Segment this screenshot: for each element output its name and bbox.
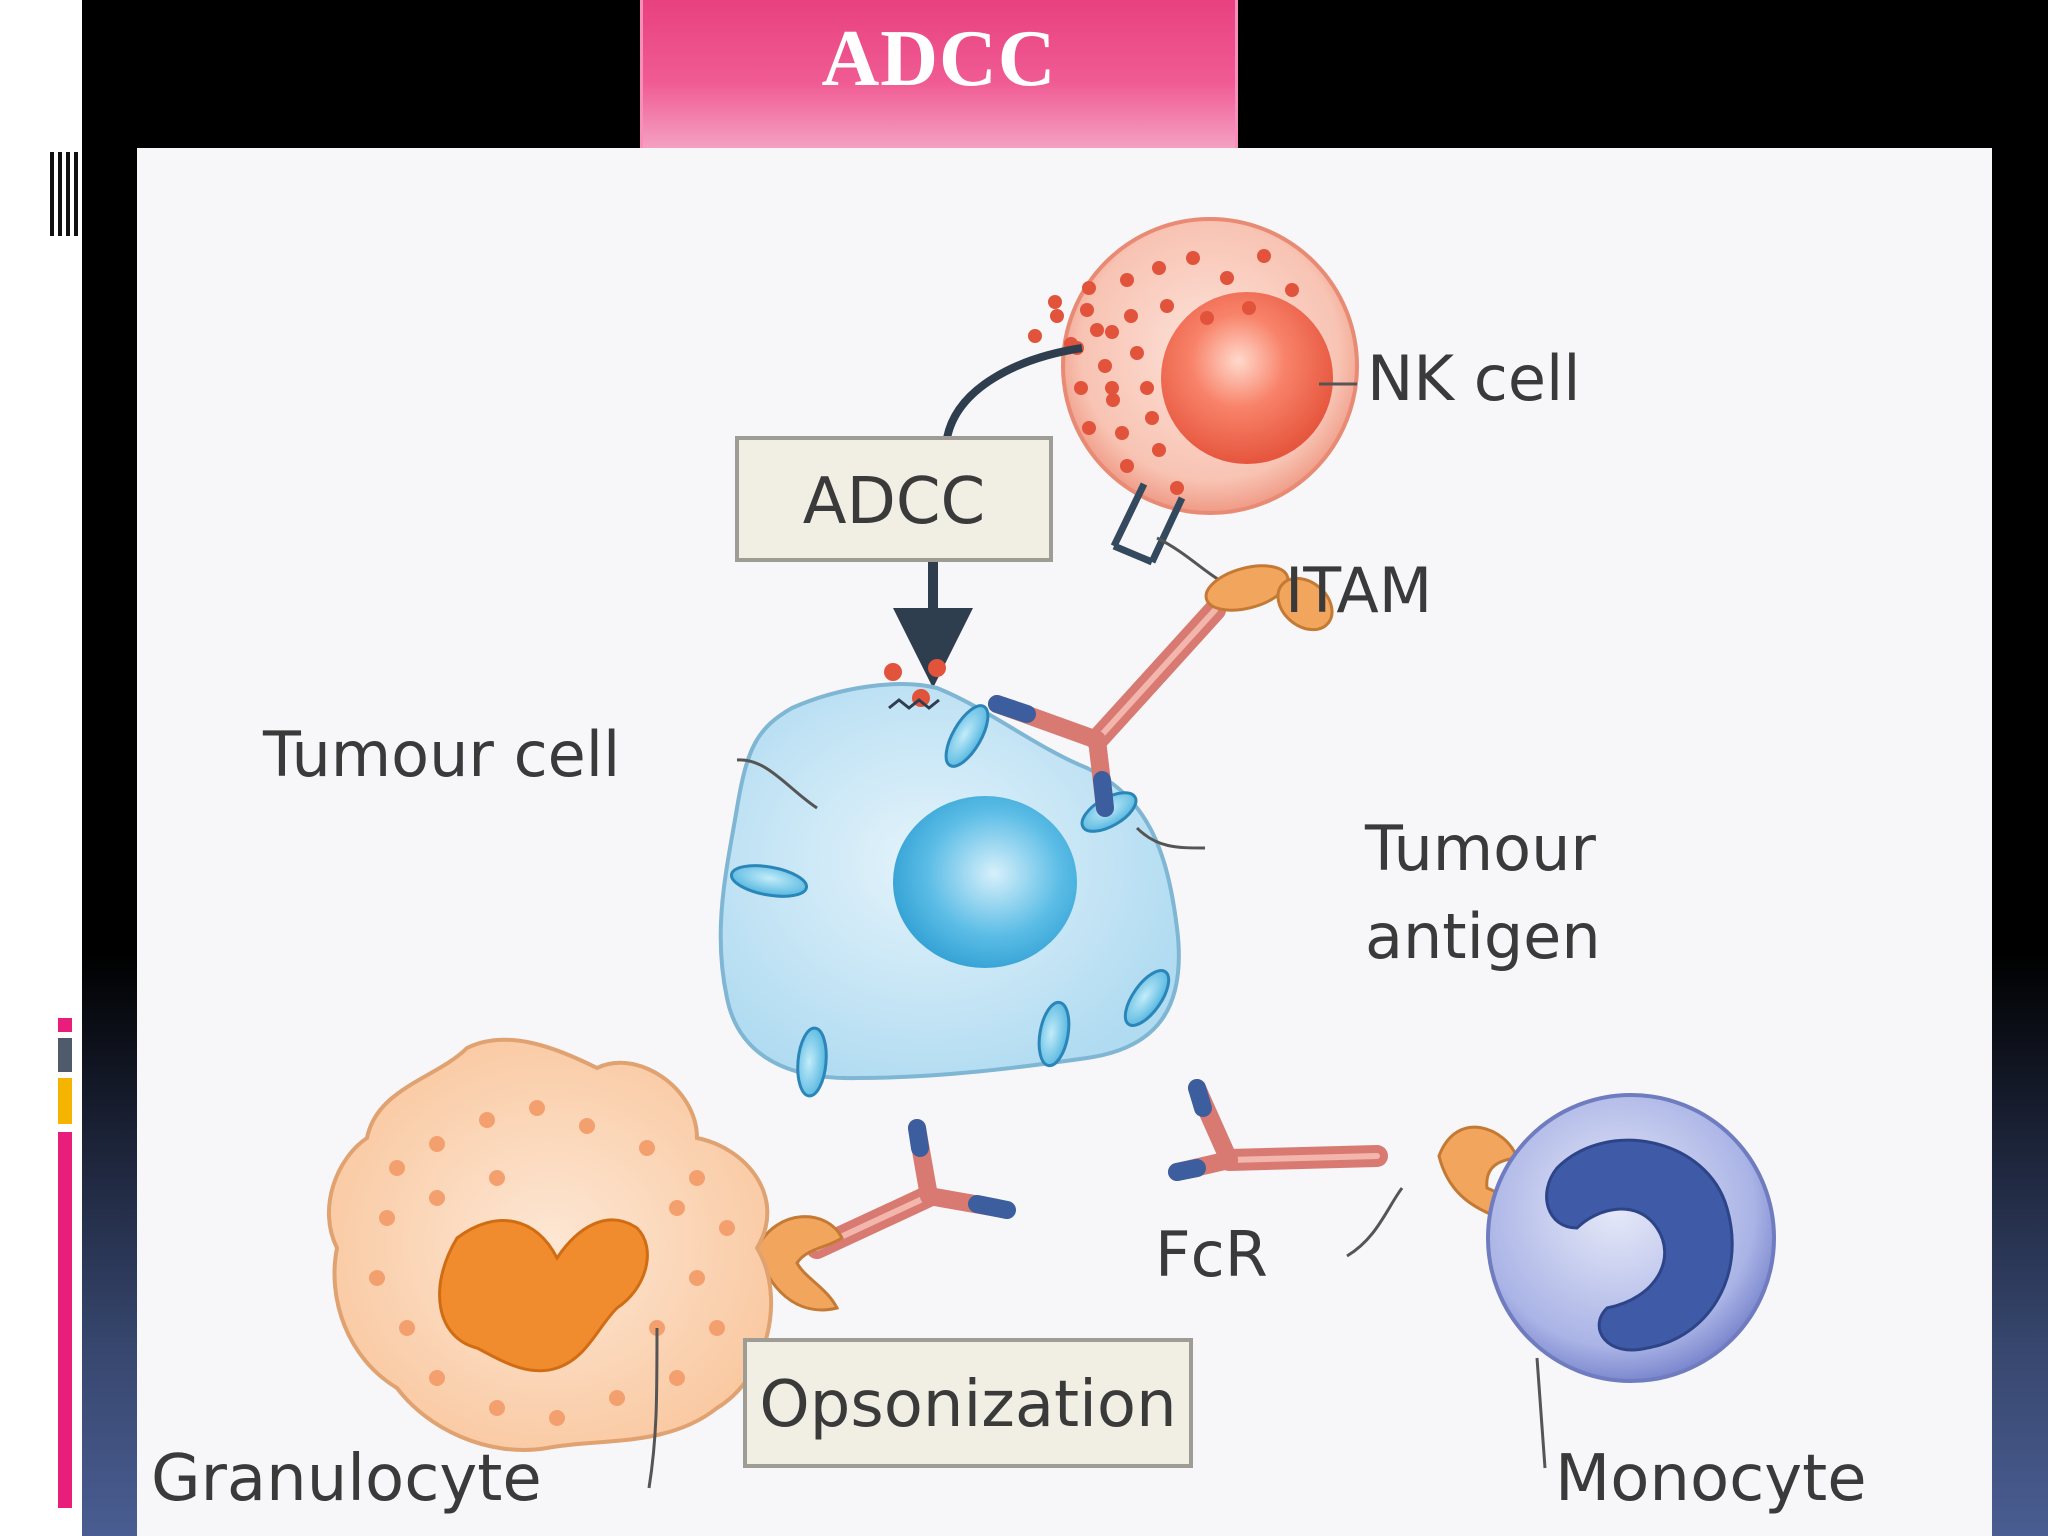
antigen-bottom	[1037, 1000, 1071, 1068]
sidebar-gold-accent	[58, 1078, 72, 1124]
tumour-antigen-label-line1: Tumour	[1364, 812, 1596, 885]
opsonization-box: Opsonization	[743, 1338, 1193, 1468]
antigen-bottom-left	[796, 1026, 828, 1098]
membrane-pore	[888, 698, 940, 710]
adcc-box: ADCC	[735, 436, 1053, 562]
antigen-bottom-right	[1123, 969, 1171, 1027]
antibody-monocyte	[1168, 1079, 1388, 1181]
secretion-arc	[943, 344, 1083, 439]
monocyte-nucleus	[1545, 1138, 1734, 1352]
adcc-box-label: ADCC	[803, 465, 985, 539]
monocyte	[1486, 1093, 1776, 1383]
granulocyte	[327, 1037, 774, 1452]
antigen-top	[944, 704, 990, 768]
tumour-cell	[718, 659, 1181, 1081]
nk-cell-label: NK cell	[1367, 342, 1580, 415]
title-tab: ADCC	[640, 0, 1238, 150]
tumour-antigen-label-line2: antigen	[1365, 900, 1601, 973]
sidebar-pink-accent	[58, 1018, 72, 1032]
nk-granules	[1048, 249, 1299, 495]
antibody-nk	[988, 599, 1226, 817]
monocyte-leader	[1535, 1357, 1547, 1469]
tumour-cell-label: Tumour cell	[262, 718, 620, 791]
slide-title: ADCC	[821, 15, 1057, 103]
adcc-diagram: ADCC	[151, 217, 1867, 1516]
fcr-leader	[1346, 1187, 1404, 1258]
left-strip	[0, 0, 82, 1536]
granulocyte-nucleus	[438, 1218, 649, 1373]
fcr-label: FcR	[1155, 1218, 1268, 1291]
nk-cell	[1028, 217, 1359, 515]
antibody-granulocyte	[806, 1119, 1016, 1259]
granulocyte-leader	[647, 1327, 659, 1489]
leader-lines	[647, 382, 1547, 1489]
tumour-antigen-leader	[1135, 826, 1206, 850]
tumour-cell-leader	[736, 758, 818, 810]
opsonization-box-label: Opsonization	[759, 1368, 1176, 1442]
diagram-panel: ADCC	[137, 148, 1992, 1536]
stripe-decoration	[50, 152, 82, 236]
fc-receptor-granulocyte	[755, 1215, 844, 1312]
itam-label: ITAM	[1285, 554, 1432, 627]
granulocyte-label: Granulocyte	[151, 1442, 542, 1516]
antigen-left	[729, 864, 809, 898]
fc-receptor-nk	[1204, 564, 1334, 632]
sidebar-gray-accent	[58, 1038, 72, 1072]
monocyte-label: Monocyte	[1555, 1442, 1867, 1516]
itam	[1110, 482, 1186, 566]
sidebar-pink-bar	[58, 1132, 72, 1508]
